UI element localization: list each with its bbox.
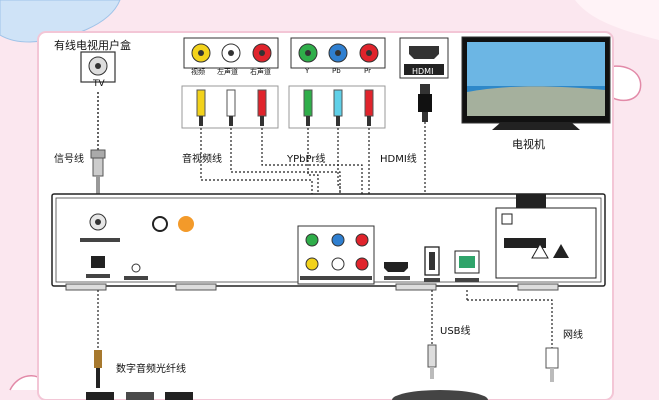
ypbpr-plugs	[288, 85, 386, 129]
optical-line-label: 数字音频光纤线	[116, 364, 186, 375]
hdmi-line-label: HDMI线	[380, 154, 417, 165]
tv-icon	[461, 36, 611, 130]
ypbpr-jacks	[290, 37, 386, 69]
port-label-pr: Pr	[364, 67, 371, 75]
lan-plug-icon	[545, 347, 559, 382]
port-label-video: 视频	[191, 68, 205, 76]
net-line-label: 网线	[563, 330, 583, 341]
port-label-y: Y	[305, 67, 310, 75]
av-line-label: 音视频线	[182, 154, 222, 165]
av-jacks	[183, 37, 279, 69]
hdmi-port	[399, 37, 449, 79]
usb-line-label: USB线	[440, 326, 471, 337]
signal-line-label: 信号线	[54, 154, 84, 165]
usb-plug-icon	[427, 344, 437, 379]
ypbpr-line-label: YPbPr线	[287, 154, 326, 165]
port-label-pb: Pb	[332, 67, 341, 75]
port-label-hdmi: HDMI	[412, 67, 434, 76]
port-label-right-audio: 右声道	[250, 68, 271, 76]
optical-plug-icon	[94, 350, 102, 388]
av-plugs	[181, 85, 279, 129]
coax-plug-icon	[90, 149, 106, 196]
tv-port-label: TV	[93, 79, 105, 89]
cable-box-label: 有线电视用户盒	[54, 39, 131, 52]
tv-label: 电视机	[512, 138, 545, 151]
stb-rear-panel	[51, 193, 606, 291]
cable-box-tv-port	[80, 51, 116, 83]
port-label-left-audio: 左声道	[217, 68, 238, 76]
hdmi-plug-icon	[418, 84, 432, 122]
